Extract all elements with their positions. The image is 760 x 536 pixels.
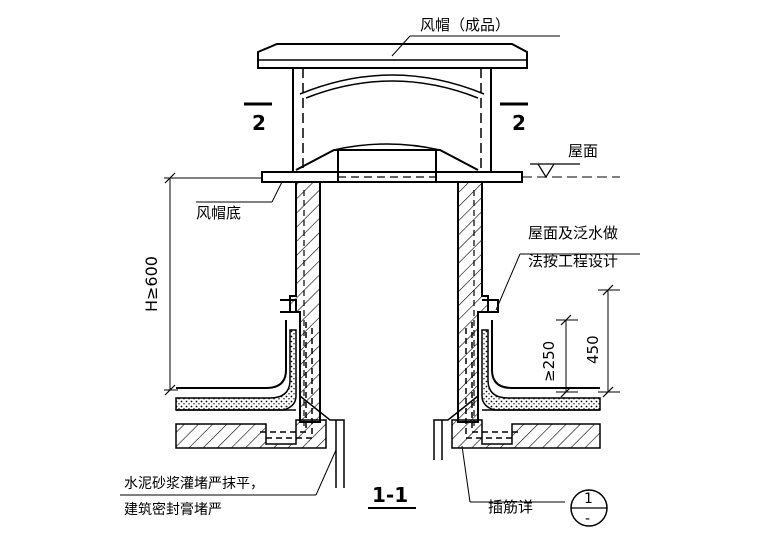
dim-450-label: 450 <box>584 335 602 364</box>
cap-base-flange <box>261 171 523 183</box>
rebar-detail-label: 插筋详 <box>488 498 533 516</box>
waterproof-label-1: 屋面及泛水做 <box>528 224 618 242</box>
section-mark-left: 2 <box>252 111 266 135</box>
waterproof-label-2: 法按工程设计 <box>528 252 618 270</box>
dim-250-label: ≥250 <box>540 341 558 382</box>
height-label: H≥600 <box>142 256 161 312</box>
mortar-label-1: 水泥砂浆灌堵严抹平， <box>124 476 264 492</box>
right-roof-build-up <box>433 320 601 460</box>
detail-sheet: - <box>585 511 590 527</box>
roof-surface-label: 屋面 <box>568 142 598 160</box>
left-roof-build-up <box>175 320 345 488</box>
mortar-label-2: 建筑密封膏堵严 <box>124 501 222 518</box>
inner-hood <box>295 143 479 182</box>
section-title: 1-1 <box>372 483 408 507</box>
cap-label: 风帽（成品） <box>420 16 510 34</box>
wind-cap <box>257 43 528 99</box>
detail-number: 1 <box>584 491 593 507</box>
leader-lines <box>120 35 640 503</box>
right-dimensions <box>556 284 620 398</box>
roof-level-line <box>522 163 620 179</box>
section-mark-right: 2 <box>512 111 526 135</box>
detail-callout <box>570 489 608 527</box>
cap-base-label: 风帽底 <box>196 204 241 222</box>
height-dimension <box>164 172 262 396</box>
cap-supports <box>292 68 492 172</box>
